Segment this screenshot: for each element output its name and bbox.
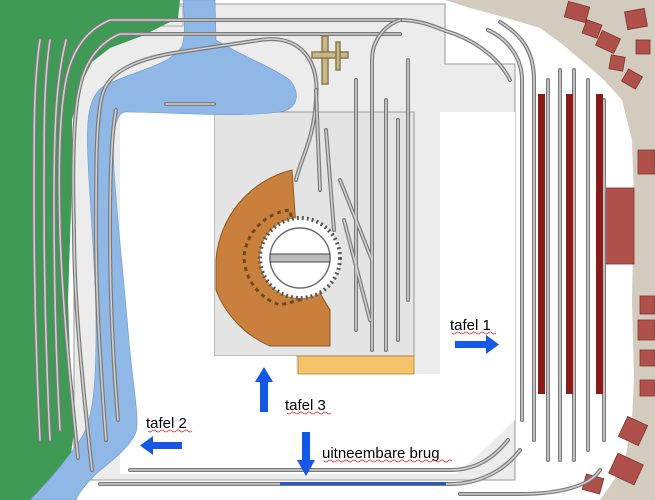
- removable-bridge-piece: [297, 355, 415, 375]
- crane: [311, 35, 349, 85]
- building: [639, 379, 655, 397]
- bottom-bridge-span: [280, 482, 446, 485]
- building: [563, 0, 591, 24]
- building: [608, 452, 644, 486]
- platform: [538, 94, 545, 394]
- building: [617, 415, 649, 447]
- label-tafel-3: tafel 3: [285, 397, 326, 414]
- turntable: [258, 216, 342, 300]
- building: [595, 29, 621, 55]
- building: [608, 54, 626, 72]
- building: [639, 295, 655, 315]
- building: [581, 19, 603, 39]
- platform: [566, 94, 573, 394]
- building: [621, 68, 643, 90]
- label-uitneembare-brug: uitneembare brug: [322, 445, 440, 462]
- tracks: [31, 18, 606, 496]
- arrow-tafel-2: [140, 436, 182, 455]
- town-area: [445, 0, 655, 500]
- arrow-bridge: [297, 432, 315, 476]
- building: [639, 349, 655, 367]
- building: [637, 149, 655, 175]
- building: [603, 187, 635, 265]
- arrow-tafel-3: [255, 367, 273, 412]
- arrow-tafel-1: [455, 335, 499, 354]
- label-tafel-1: tafel 1: [450, 317, 491, 334]
- platform: [596, 94, 603, 394]
- station-platforms: [538, 94, 603, 394]
- building: [624, 7, 648, 31]
- building: [637, 319, 655, 341]
- buildings: [563, 0, 655, 495]
- label-tafel-2: tafel 2: [146, 415, 187, 432]
- building: [635, 39, 651, 55]
